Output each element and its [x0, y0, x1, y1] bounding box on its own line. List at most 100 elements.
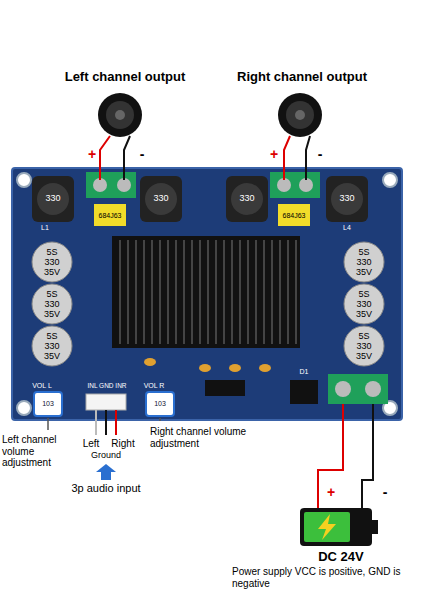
polarity-sign: + — [86, 146, 98, 162]
capacitor-value: 5S 330 35V — [353, 331, 375, 361]
film-capacitor — [94, 204, 310, 226]
speaker-part — [286, 101, 314, 129]
speaker-wire-part — [100, 136, 110, 180]
audio-wire-part — [95, 410, 97, 435]
channel-heading: Left channel output — [50, 70, 200, 85]
speaker-wire-part — [306, 136, 310, 180]
small-components-part — [86, 394, 126, 410]
speaker-part — [106, 101, 134, 129]
capacitor-value: 5S 330 35V — [41, 289, 63, 319]
speaker-wire-part — [284, 136, 290, 180]
leader-line-part — [159, 418, 161, 421]
power-wire-part — [362, 404, 373, 508]
battery-part — [318, 514, 336, 540]
supply-voltage: DC 24V — [296, 550, 386, 565]
capacitor-value: 5S 330 35V — [353, 289, 375, 319]
signal-name: Right — [108, 438, 138, 450]
signal-name: Left — [78, 438, 104, 450]
polarity-sign: - — [314, 146, 326, 162]
battery — [300, 508, 378, 546]
polarity-sign: - — [378, 484, 392, 500]
part-name: L1 — [37, 224, 53, 232]
power-wire-part — [318, 404, 343, 508]
potentiometer-value: 103 — [36, 400, 60, 408]
part-name: L4 — [339, 224, 355, 232]
small-components-part — [229, 364, 241, 372]
screw-terminal-part — [365, 381, 381, 397]
screw-terminal-part — [86, 172, 136, 198]
leader-line — [48, 418, 160, 430]
heatsink-part — [120, 240, 296, 344]
small-components-part — [144, 358, 156, 366]
small-components-part — [205, 380, 245, 396]
electrolytic-capacitor-part — [32, 326, 72, 366]
channel-heading: Right channel output — [222, 70, 382, 85]
screw-terminal-part — [270, 172, 320, 198]
input-arrow — [96, 464, 116, 480]
inductor-part — [326, 176, 368, 222]
inductor-value: 330 — [140, 193, 182, 203]
inductor-value: 330 — [226, 193, 268, 203]
pin-name: VOL R — [140, 382, 168, 390]
signal-name: Ground — [84, 450, 128, 460]
speaker-part — [278, 93, 322, 137]
screw-terminal-part — [335, 381, 351, 397]
board — [12, 168, 402, 420]
polarity-sign: - — [136, 146, 148, 162]
power-wire — [318, 404, 373, 508]
input-arrow-part — [96, 464, 116, 472]
screw-terminal — [86, 172, 388, 404]
board-part — [17, 401, 31, 415]
battery-part — [304, 512, 350, 542]
inductor-part — [140, 176, 182, 222]
speaker-part — [115, 110, 125, 120]
capacitor-value: 5S 330 35V — [41, 331, 63, 361]
part-name: D1 — [292, 368, 316, 376]
polarity-sign: + — [324, 484, 338, 500]
pin-name: VOL L — [28, 382, 56, 390]
small-components-part — [146, 392, 174, 416]
input-name: 3p audio input — [56, 482, 156, 495]
leader-line-part — [47, 418, 49, 430]
film-capacitor-part — [278, 204, 310, 226]
inductor-value: 330 — [326, 193, 368, 203]
electrolytic-capacitor-part — [32, 284, 72, 324]
screw-terminal-part — [117, 178, 131, 192]
input-arrow-part — [101, 472, 111, 480]
electrolytic-capacitor-part — [32, 242, 72, 282]
heatsink-part — [112, 236, 300, 348]
inductor-value: 330 — [32, 193, 74, 203]
screw-terminal-part — [299, 178, 313, 192]
capacitor-value: 684J63 — [94, 211, 126, 221]
inductor-part — [32, 176, 74, 222]
electrolytic-capacitor-part — [344, 242, 384, 282]
potentiometer-value: 103 — [148, 400, 172, 408]
capacitor-value: 5S 330 35V — [41, 247, 63, 277]
battery-part — [372, 520, 378, 534]
screw-terminal-part — [328, 374, 388, 404]
supply-note: Power supply VCC is positive, GND is neg… — [232, 566, 420, 589]
audio-wire-part — [105, 410, 107, 435]
capacitor-value: 684J63 — [278, 211, 310, 221]
electrolytic-capacitor-part — [344, 326, 384, 366]
polarity-sign: + — [268, 146, 280, 162]
board-part — [383, 173, 397, 187]
callout-note: Left channel volume adjustment — [2, 434, 80, 469]
heatsink — [112, 236, 300, 348]
board-part — [12, 168, 402, 420]
screw-terminal-part — [277, 178, 291, 192]
speaker — [98, 93, 322, 137]
capacitor-value: 5S 330 35V — [353, 247, 375, 277]
small-components-part — [34, 392, 62, 416]
audio-wire-part — [115, 410, 117, 435]
callout-note: Right channel volume adjustment — [150, 426, 280, 449]
film-capacitor-part — [94, 204, 126, 226]
battery-part — [300, 508, 372, 546]
speaker-wire — [100, 136, 310, 180]
speaker-wire-part — [124, 136, 130, 180]
audio-wire — [96, 410, 116, 435]
inductor-part — [226, 176, 268, 222]
speaker-part — [98, 93, 142, 137]
small-components-part — [199, 364, 211, 372]
